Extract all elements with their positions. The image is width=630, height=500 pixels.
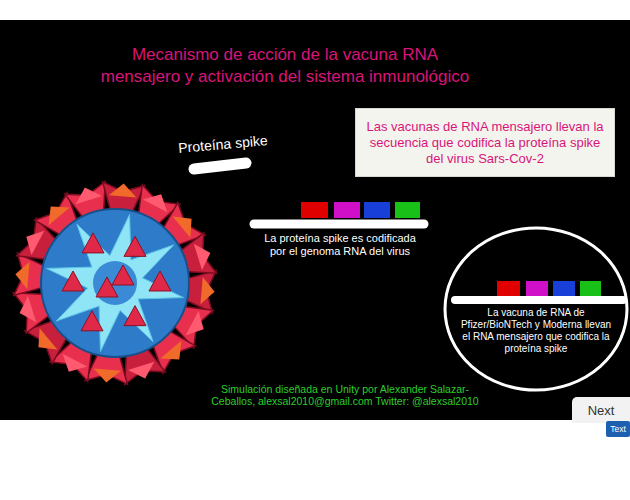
mrna-circle: La vacuna de RNA de Pfizer/BioNTech y Mo…	[443, 226, 629, 392]
spike-tip	[194, 244, 211, 270]
codon-red	[301, 202, 328, 218]
text-button: Text	[606, 421, 630, 437]
spike-tip	[109, 183, 136, 197]
info-box: Las vacunas de RNA mensajero llevan la s…	[355, 108, 615, 177]
spike-protein-front	[124, 306, 146, 326]
spike-protein-front	[62, 271, 84, 291]
node-text: Next	[588, 403, 615, 418]
spike-protein-front	[82, 233, 104, 253]
envelope-core	[93, 261, 137, 305]
virus-model	[14, 182, 217, 385]
spike-protein-front	[149, 271, 171, 291]
codon-blue	[553, 281, 575, 296]
spike-tip	[186, 311, 204, 335]
codon-green	[580, 281, 601, 296]
spike-tip	[15, 262, 29, 289]
spike-tip	[26, 231, 44, 255]
next-button: Next	[572, 397, 630, 423]
envelope-star	[47, 215, 184, 352]
codon-green	[395, 202, 420, 218]
spike-tip	[173, 217, 192, 238]
spike-label: Proteína spike	[167, 131, 278, 158]
spike-pointer-bar	[194, 163, 246, 169]
node-text: Text	[610, 424, 626, 434]
spike-tip	[38, 328, 57, 349]
credits: Simulación diseñada en Unity por Alexand…	[190, 383, 500, 407]
strand-caption: La proteína spike es codificada por el g…	[243, 232, 437, 258]
title: Mecanismo de acción de la vacuna RNA men…	[40, 44, 530, 88]
spike-tip	[200, 277, 214, 304]
spike-protein-front	[96, 277, 118, 297]
circle-border	[445, 228, 627, 390]
spike-tip	[20, 296, 37, 322]
circle-text-wrap: La vacuna de RNA de Pfizer/BioNTech y Mo…	[459, 307, 613, 355]
virus-envelope	[41, 209, 189, 357]
spike-tip	[63, 354, 87, 372]
codon-blue	[364, 202, 390, 218]
rna-strand	[254, 220, 424, 229]
codon-magenta	[334, 202, 360, 218]
node-text: La vacuna de RNA de Pfizer/BioNTech y Mo…	[459, 307, 613, 355]
spike-tip	[160, 341, 181, 360]
spike-tip	[94, 368, 121, 382]
codon-magenta	[526, 281, 548, 296]
spike-tip	[76, 188, 102, 205]
spike-protein-front	[124, 236, 146, 256]
spike-protein-front	[112, 265, 134, 285]
spike-tip	[128, 362, 154, 379]
node-text: Las vacunas de RNA mensajero llevan la s…	[366, 119, 604, 167]
spike-protein-front	[81, 311, 103, 331]
spike-tip	[49, 206, 70, 225]
spike-tip	[143, 194, 167, 212]
codon-red	[497, 281, 520, 296]
mrna-strand	[455, 296, 623, 304]
